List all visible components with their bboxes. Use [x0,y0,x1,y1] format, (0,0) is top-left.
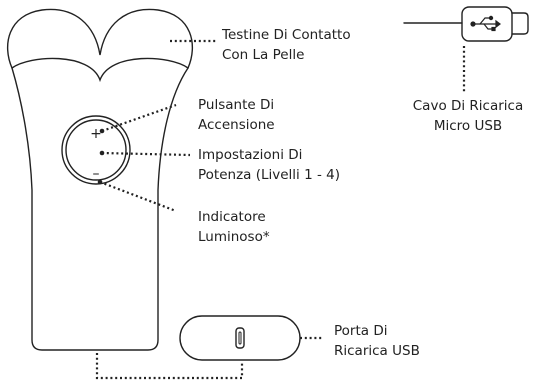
label-testine: Testine Di Contatto Con La Pelle [222,27,351,63]
leader-indicatore [99,180,177,213]
label-porta: Porta Di Ricarica USB [334,323,420,359]
device-body [11,57,189,351]
leader-pulsante [101,103,177,133]
charging-port-housing [179,315,301,361]
power-button-inner-ring[interactable] [65,119,127,181]
usb-connector-tip [511,12,529,35]
usb-c-port-icon [235,327,245,349]
usb-icon [470,15,501,32]
plus-symbol: + [90,126,102,142]
label-impostazioni: Impostazioni Di Potenza (Livelli 1 - 4) [198,147,341,183]
label-cavo: Cavo Di Ricarica Micro USB [412,98,524,134]
label-indicatore: Indicatore Luminoso* [198,209,270,245]
usb-connector-body [461,6,513,42]
label-pulsante: Pulsante Di Accensione [198,97,275,133]
minus-symbol: – [93,166,100,182]
contact-heads [6,8,194,69]
leader-body-port-link [95,353,244,380]
power-button-outer-ring[interactable] [61,115,131,185]
leader-impostazioni [101,151,191,157]
